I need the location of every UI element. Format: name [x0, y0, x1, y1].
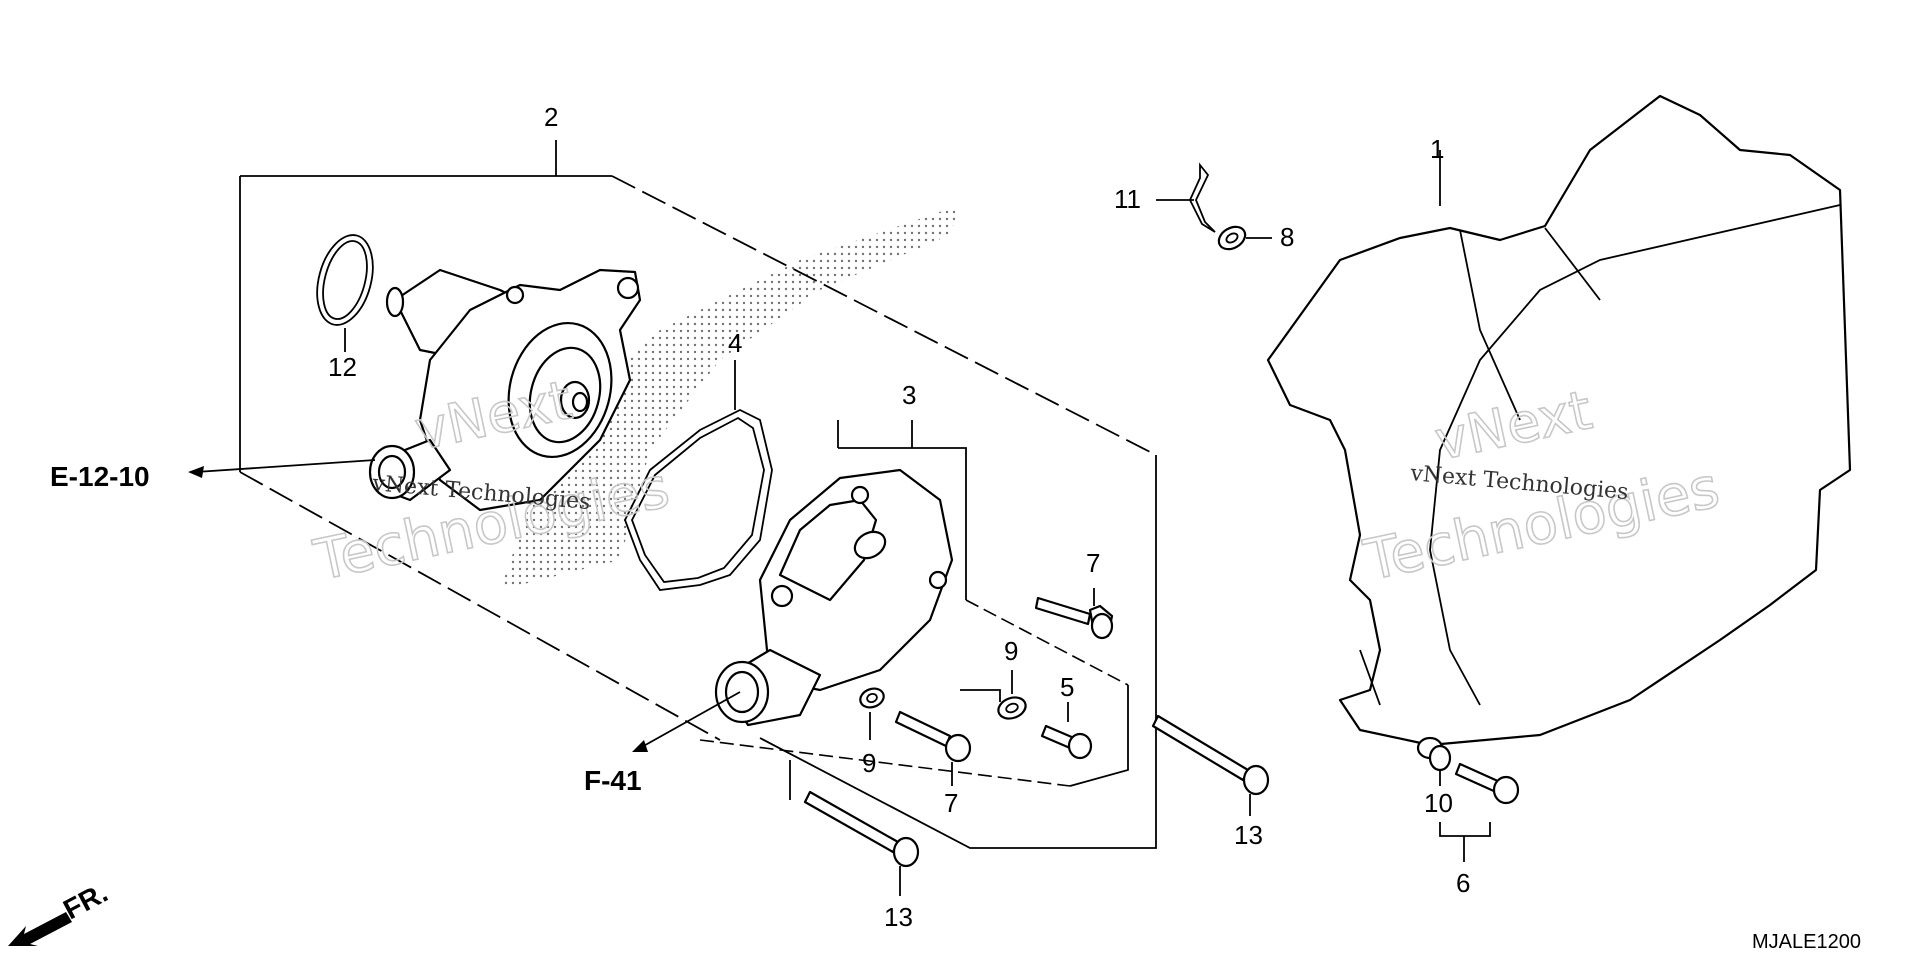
bolt-13-lower	[803, 790, 920, 896]
pump-cover-3	[714, 468, 954, 727]
callout-3: 3	[902, 380, 916, 410]
part-6-bolt	[1439, 762, 1520, 862]
callout-12: 12	[328, 352, 357, 382]
callout-7-upper: 7	[1086, 548, 1100, 578]
side-cover-1	[1266, 94, 1852, 747]
callout-6: 6	[1456, 868, 1470, 898]
gasket-4	[624, 408, 773, 591]
callout-5: 5	[1060, 672, 1074, 702]
washer-9-lower	[859, 687, 885, 709]
callout-8: 8	[1280, 222, 1294, 252]
group-3-outline	[699, 420, 1129, 800]
bolt-5	[1040, 702, 1093, 760]
washer-9-upper	[997, 696, 1027, 720]
callout-9-upper: 9	[1004, 636, 1018, 666]
reference-e-12-10[interactable]: E-12-10	[50, 461, 150, 492]
bolt-13-right	[1151, 714, 1270, 816]
part-10-grommet	[1416, 736, 1452, 786]
reference-f-41[interactable]: F-41	[584, 765, 642, 796]
callout-9-lower: 9	[862, 748, 876, 778]
bolt-7-lower	[894, 710, 972, 786]
callout-1: 1	[1430, 134, 1444, 164]
water-pump-body	[368, 268, 642, 512]
callout-10: 10	[1424, 788, 1453, 818]
bolt-7-upper	[1034, 588, 1114, 640]
clip-11	[1189, 162, 1216, 233]
front-arrow-icon	[8, 912, 72, 946]
callout-11: 11	[1114, 184, 1141, 214]
diagram-code: MJALE1200	[1752, 931, 1861, 953]
e-ref-arrow	[195, 459, 376, 473]
callout-13-right: 13	[1234, 820, 1263, 850]
stipple-shading	[500, 205, 960, 590]
f-ref-arrow	[639, 691, 741, 749]
callout-2: 2	[544, 102, 558, 132]
callout-7-lower: 7	[944, 788, 958, 818]
washer-8	[1217, 225, 1247, 251]
group-2-outline	[239, 140, 1157, 849]
callout-13-lower: 13	[884, 902, 913, 932]
callout-4: 4	[728, 328, 742, 358]
o-ring-12	[316, 234, 374, 326]
